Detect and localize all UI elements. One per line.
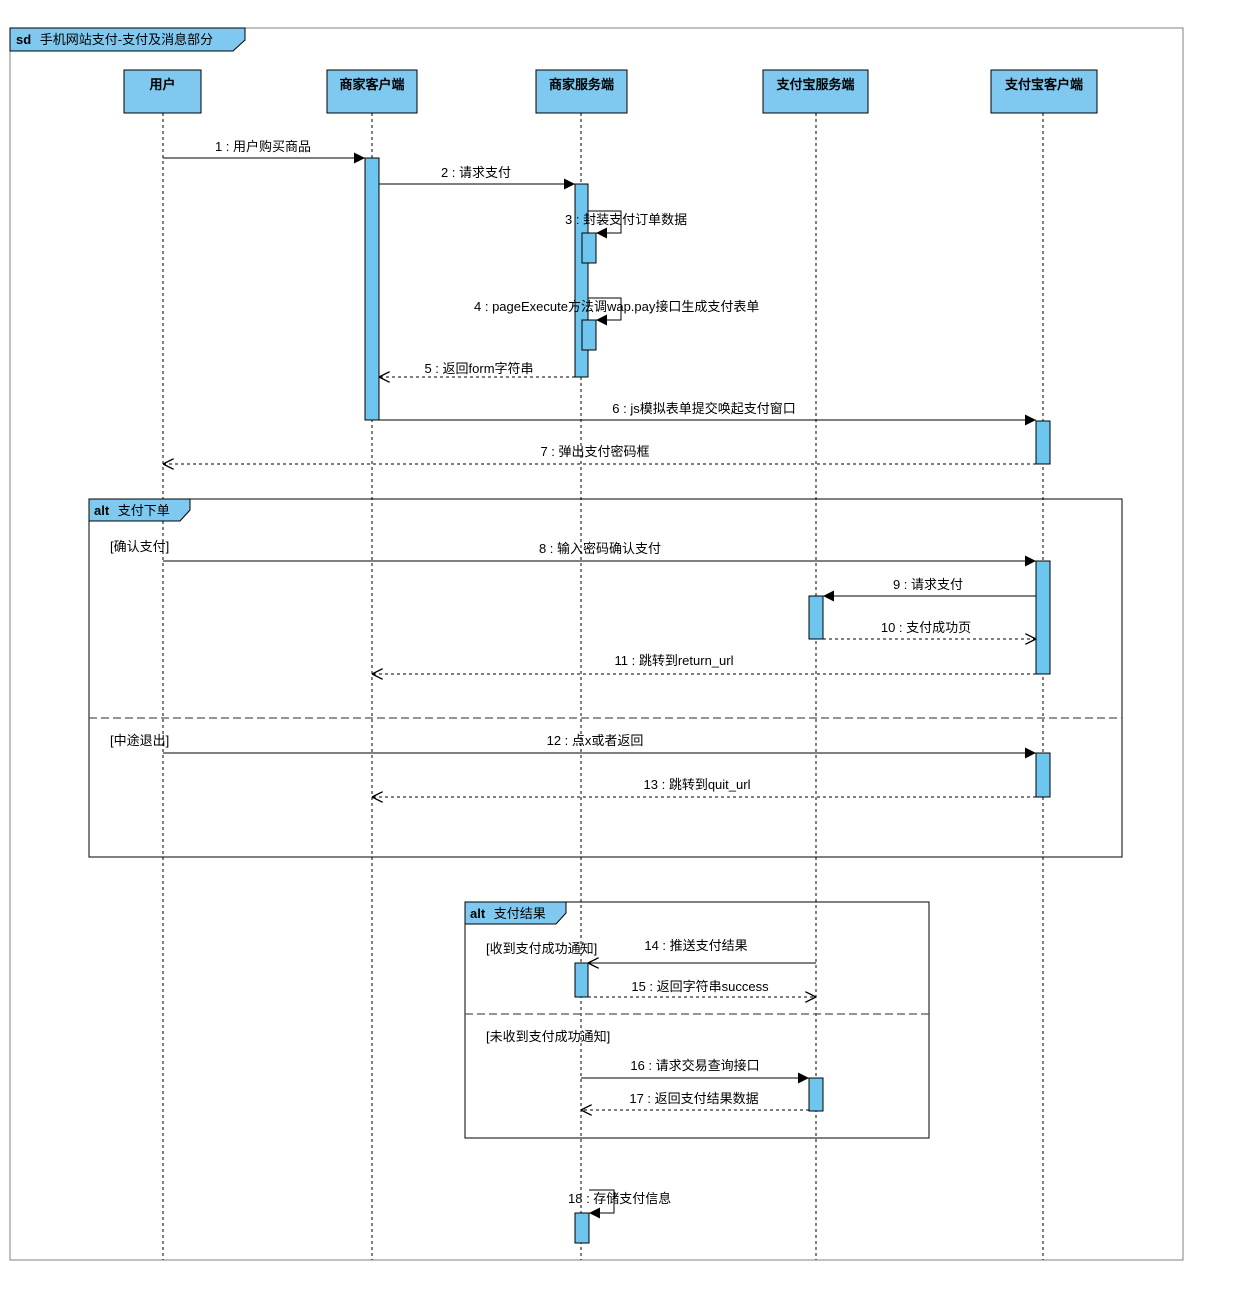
message-8-label: 8 : 输入密码确认支付 bbox=[539, 541, 661, 556]
activation-merchant-server-14 bbox=[574, 962, 589, 998]
message-4-arrow bbox=[588, 297, 622, 326]
activation-alipay-server-16 bbox=[808, 1077, 824, 1112]
message-6-label: 6 : js模拟表单提交唤起支付窗口 bbox=[612, 401, 795, 416]
participant-merchant-server: 商家服务端 bbox=[535, 69, 628, 114]
message-15-label: 15 : 返回字符串success bbox=[631, 979, 769, 994]
message-18-arrow bbox=[589, 1189, 615, 1219]
participant-label: 商家服务端 bbox=[549, 77, 614, 92]
activation-merchant-server-self-4 bbox=[581, 319, 597, 351]
message-3-label: 3 : 封装支付订单数据 bbox=[565, 212, 687, 227]
fragment-label: alt 支付结果 bbox=[470, 906, 546, 921]
participant-label: 商家客户端 bbox=[339, 77, 404, 92]
fragment-label: alt 支付下单 bbox=[94, 503, 170, 518]
participant-box bbox=[535, 69, 628, 114]
sd-frame-keyword: sd bbox=[16, 32, 31, 47]
sd-frame-label: sd 手机网站支付-支付及消息部分 bbox=[16, 32, 213, 47]
activation-merchant-client bbox=[364, 157, 380, 421]
participant-box bbox=[123, 69, 202, 114]
guard-notified: [收到支付成功通知] bbox=[486, 941, 597, 956]
participant-box bbox=[990, 69, 1098, 114]
message-14-label: 14 : 推送支付结果 bbox=[644, 938, 747, 953]
message-5-label: 5 : 返回form字符串 bbox=[424, 361, 533, 376]
activation-merchant-server-self-3 bbox=[581, 232, 597, 264]
message-12-label: 12 : 点x或者返回 bbox=[547, 733, 644, 748]
participant-label: 用户 bbox=[148, 77, 175, 92]
fragment-border bbox=[88, 498, 1123, 858]
activation-alipay-client-6 bbox=[1035, 420, 1051, 465]
participant-label: 支付宝客户端 bbox=[1004, 77, 1083, 92]
fragment-tab bbox=[464, 901, 567, 925]
sd-frame-border bbox=[9, 27, 1184, 1261]
participant-box bbox=[762, 69, 869, 114]
message-17-label: 17 : 返回支付结果数据 bbox=[629, 1091, 758, 1106]
participant-label: 支付宝服务端 bbox=[775, 77, 854, 92]
message-11-label: 11 : 跳转到return_url bbox=[615, 653, 734, 668]
message-4-label: 4 : pageExecute方法调wap.pay接口生成支付表单 bbox=[474, 299, 759, 314]
message-13-label: 13 : 跳转到quit_url bbox=[644, 777, 751, 792]
fragment-title: 支付结果 bbox=[494, 906, 546, 921]
alt-fragment-result: alt 支付结果 [收到支付成功通知] [未收到支付成功通知] bbox=[464, 901, 930, 1139]
message-16-label: 16 : 请求交易查询接口 bbox=[630, 1058, 759, 1073]
activation-alipay-client-12 bbox=[1035, 752, 1051, 798]
fragment-keyword: alt bbox=[94, 503, 110, 518]
message-18-label: 18 : 存储支付信息 bbox=[568, 1191, 671, 1206]
message-7-label: 7 : 弹出支付密码框 bbox=[540, 444, 649, 459]
participant-alipay-server: 支付宝服务端 bbox=[762, 69, 869, 114]
activation-alipay-client-8 bbox=[1035, 560, 1051, 675]
fragment-title: 支付下单 bbox=[118, 503, 170, 518]
message-10-label: 10 : 支付成功页 bbox=[881, 620, 971, 635]
sd-frame-tab bbox=[9, 27, 246, 52]
alt-fragment-order: alt 支付下单 [确认支付] [中途退出] bbox=[88, 498, 1123, 858]
guard-not-notified: [未收到支付成功通知] bbox=[486, 1029, 610, 1044]
participant-alipay-client: 支付宝客户端 bbox=[990, 69, 1098, 114]
message-2-label: 2 : 请求支付 bbox=[441, 165, 511, 180]
participant-merchant-client: 商家客户端 bbox=[326, 69, 418, 114]
message-3-arrow bbox=[588, 210, 622, 239]
message-9-label: 9 : 请求支付 bbox=[893, 577, 963, 592]
message-1-label: 1 : 用户购买商品 bbox=[215, 139, 311, 154]
guard-confirm: [确认支付] bbox=[110, 539, 169, 554]
activation-merchant-server-18 bbox=[574, 1212, 590, 1244]
guard-quit: [中途退出] bbox=[110, 733, 169, 748]
fragment-tab bbox=[88, 498, 191, 522]
fragment-border bbox=[464, 901, 930, 1139]
activation-alipay-server-9 bbox=[808, 595, 824, 640]
participant-user: 用户 bbox=[123, 69, 202, 114]
sd-frame-title: 手机网站支付-支付及消息部分 bbox=[40, 32, 213, 47]
fragment-keyword: alt bbox=[470, 906, 486, 921]
